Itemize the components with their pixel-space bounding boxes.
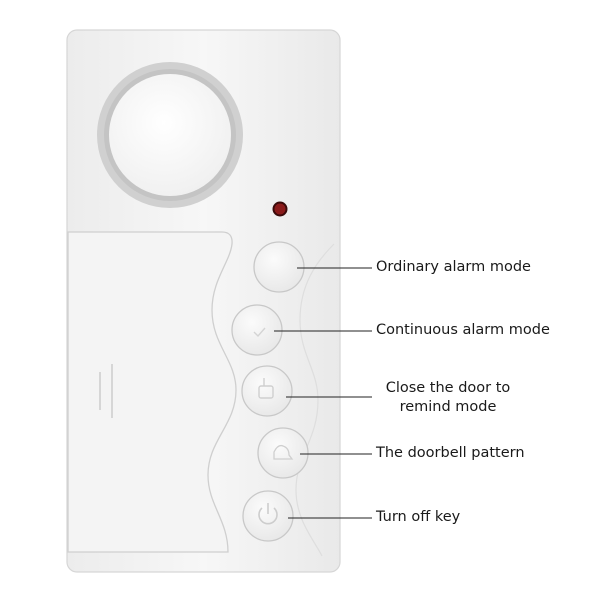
ordinary-alarm-button[interactable] [253, 241, 305, 293]
callout-turn-off: Turn off key [376, 509, 461, 525]
led-indicator [272, 201, 288, 217]
callout-door-remind: Close the door to remind mode [385, 380, 511, 415]
leader-lines [274, 267, 372, 519]
turn-off-button[interactable] [242, 490, 294, 542]
lock-icon [258, 378, 274, 399]
doorbell-button[interactable] [257, 427, 309, 479]
callout-doorbell: The doorbell pattern [376, 445, 525, 461]
callout-ordinary-alarm: Ordinary alarm mode [376, 259, 531, 275]
callout-continuous-alarm: Continuous alarm mode [376, 322, 550, 338]
door-remind-button[interactable] [241, 365, 293, 417]
bell-icon [273, 444, 294, 460]
magnet-cover [67, 231, 237, 553]
speaker-icon [97, 62, 243, 208]
continuous-alarm-button[interactable] [231, 304, 283, 356]
check-icon [253, 327, 266, 338]
power-icon [258, 503, 278, 525]
